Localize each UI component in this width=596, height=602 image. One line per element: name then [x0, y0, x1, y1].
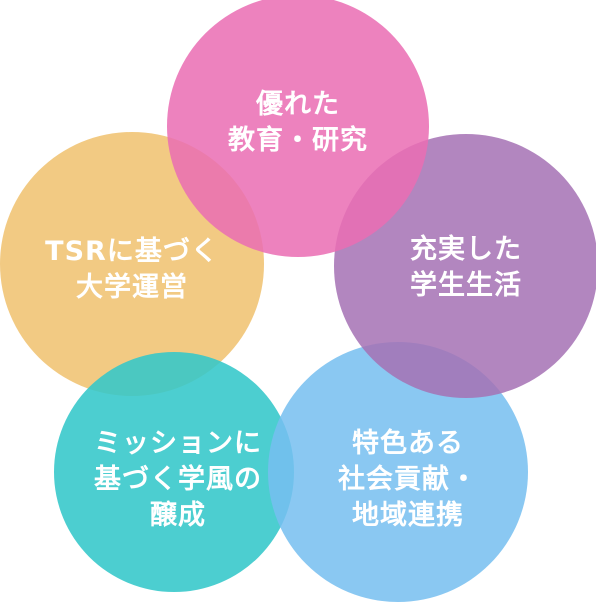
label-line: 基づく学風の	[94, 464, 262, 495]
circle-education-research	[167, 0, 429, 257]
circle-mission-culture	[54, 352, 294, 592]
label-line: 醸成	[150, 500, 206, 531]
label-student-life: 充実した 学生生活	[410, 232, 522, 304]
label-line: TSRに基づく	[45, 236, 219, 267]
circle-social-contribution	[268, 342, 528, 602]
label-line: 特色ある	[352, 428, 464, 459]
label-line: 大学運営	[76, 272, 188, 303]
label-education-research: 優れた 教育・研究	[228, 87, 368, 159]
label-line: 社会貢献・	[338, 464, 478, 495]
label-line: 地域連携	[352, 500, 464, 531]
label-line: 優れた	[256, 89, 340, 120]
label-line: ミッションに	[94, 428, 262, 459]
label-tsr-management: TSRに基づく 大学運営	[45, 234, 219, 306]
label-social-contribution: 特色ある 社会貢献・ 地域連携	[338, 426, 478, 534]
label-line: 学生生活	[410, 270, 522, 301]
label-line: 教育・研究	[228, 125, 368, 156]
label-mission-culture: ミッションに 基づく学風の 醸成	[94, 426, 262, 534]
label-line: 充実した	[410, 234, 522, 265]
